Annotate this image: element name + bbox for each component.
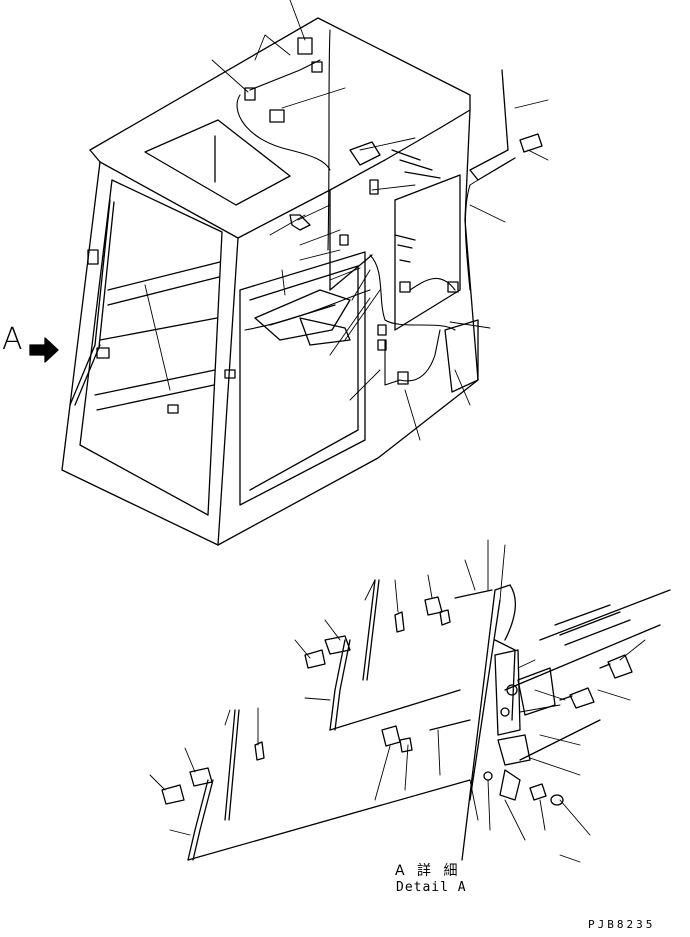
detail-a-assembly — [381, 584, 671, 861]
leader-lines-cab — [144, 0, 549, 441]
front-wiper — [69, 199, 115, 406]
leader-lines-detail — [149, 539, 646, 863]
detail-caption-japanese: A 詳 細 — [395, 863, 462, 879]
view-marker-letter: A — [2, 322, 23, 357]
lower-wiper — [161, 709, 471, 861]
antenna-bracket — [469, 69, 543, 181]
drawing-code: PJB8235 — [588, 918, 656, 931]
wiring-harness — [236, 29, 471, 386]
cab-components — [167, 37, 459, 414]
cab-body — [61, 17, 479, 546]
upper-wiper — [304, 579, 461, 731]
view-arrow — [29, 337, 59, 363]
detail-caption-english: Detail A — [396, 880, 467, 895]
